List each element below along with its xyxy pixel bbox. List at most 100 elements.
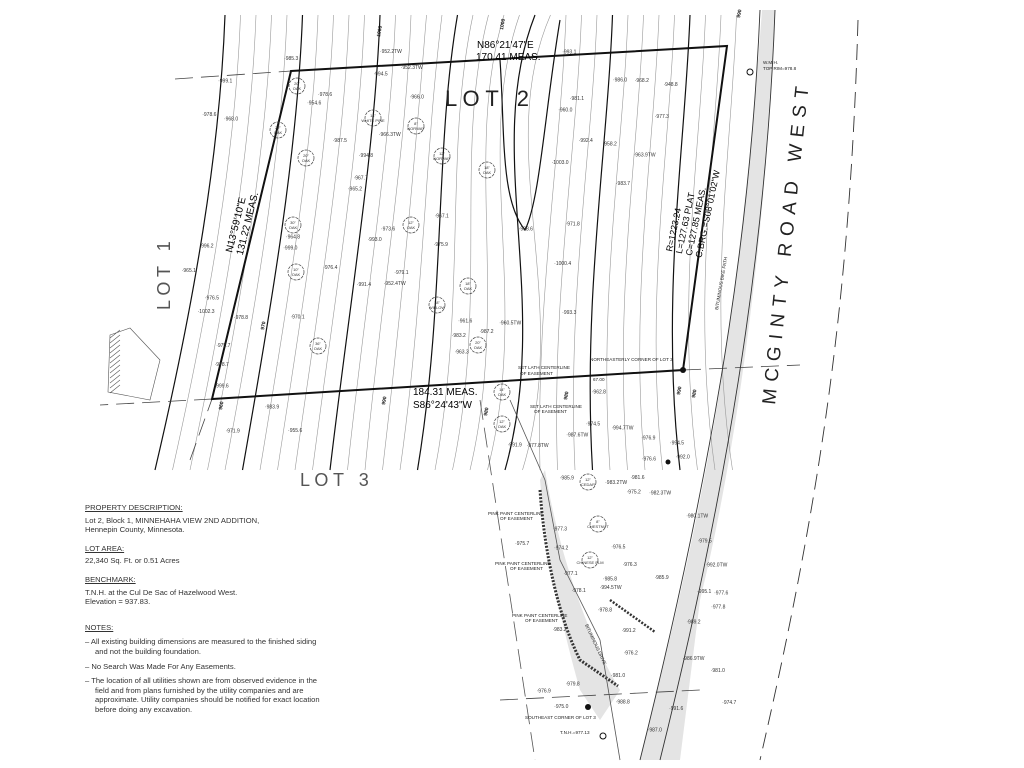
spot-elevation: ·976.5 <box>205 296 219 302</box>
svg-text:18": 18" <box>484 165 490 170</box>
svg-text:CHESTNUT: CHESTNUT <box>587 524 609 529</box>
corner-markers <box>585 68 754 740</box>
spot-elevation: ·1003.0 <box>552 160 569 166</box>
tree: 8"NORWAY <box>407 117 425 135</box>
lath-callout-1b: OF EASEMENT <box>520 371 553 376</box>
spot-elevation: ·975.7 <box>515 541 529 547</box>
contour-line <box>499 19 561 232</box>
driveway <box>538 489 656 688</box>
svg-text:18": 18" <box>434 300 440 305</box>
svg-text:OAK: OAK <box>464 286 473 291</box>
spot-elevation: ·983.7 <box>616 181 630 187</box>
spot-elevation: ·992.0TW <box>705 563 727 569</box>
svg-text:20": 20" <box>475 340 481 345</box>
benchmark-line-1: T.N.H. at the Cul De Sac of Hazelwood We… <box>85 587 238 597</box>
contour-label: 1000 <box>499 18 507 30</box>
svg-text:OAK: OAK <box>292 272 301 277</box>
spot-elevation: ·964.8 <box>286 234 300 240</box>
spot-elevation: ·976.3 <box>623 562 637 568</box>
spot-elevation: ·974.2 <box>554 546 568 552</box>
contour-line <box>589 14 614 471</box>
spot-elevation: ·975.7 <box>216 343 230 349</box>
contour-line <box>606 14 629 471</box>
spot-elevation: ·986.9TW <box>683 656 705 662</box>
svg-text:14": 14" <box>370 113 376 118</box>
spot-elevation: ·981.0 <box>711 668 725 674</box>
contour-line <box>487 14 520 471</box>
tree: 14"OAK <box>493 383 511 401</box>
spot-elevation: ·966.0 <box>410 94 424 100</box>
spot-elevation: ·999.1 <box>218 79 232 85</box>
tree: 12"NORWAY <box>433 147 451 165</box>
svg-text:OAK: OAK <box>498 392 507 397</box>
tree: 20"OAK <box>288 77 306 95</box>
tree: 12"CHINESE ELM <box>576 551 604 569</box>
wmh-callout: W.M.H. <box>763 60 778 65</box>
spot-elevation: ·978.8 <box>234 315 248 321</box>
property-line-1: Lot 2, Block 1, MINNEHAHA VIEW 2ND ADDIT… <box>85 515 260 525</box>
dimension-67: 67.00 <box>593 377 605 382</box>
svg-text:OAK: OAK <box>474 345 483 350</box>
spot-elevation: ·976.9 <box>641 435 655 441</box>
contour-line <box>416 14 459 471</box>
spot-elevation: ·993.3 <box>562 310 576 316</box>
spot-elevation: ·999.0 <box>283 245 297 251</box>
spot-elevation: ·960.5TW <box>499 320 521 326</box>
spot-elevation: ·987.2 <box>479 329 493 335</box>
spot-elevation: ·976.5 <box>611 545 625 551</box>
spot-elevation: ·985.9 <box>654 575 668 581</box>
easement-lines <box>479 399 621 761</box>
contour-line <box>259 14 319 471</box>
bike-path-shading <box>540 10 775 760</box>
south-bearing: S86°24'43"W <box>413 400 472 411</box>
contour-line <box>452 14 489 471</box>
spot-elevation: ·994.7TW <box>611 425 633 431</box>
contour-line <box>688 14 706 471</box>
spot-elevation: ·954.6 <box>307 100 321 106</box>
spot-elevation: ·974.7 <box>722 700 736 706</box>
spot-elevation: ·975.2 <box>627 490 641 496</box>
note-2: – No Search Was Made For Any Easements. <box>85 661 236 671</box>
lot-2-label: L O T 2 <box>445 86 529 111</box>
pink-callout-1b: OF EASEMENT <box>500 516 533 521</box>
svg-text:8": 8" <box>596 519 600 524</box>
area-heading: LOT AREA: <box>85 543 125 553</box>
spot-elevation: ·965.2 <box>348 187 362 193</box>
spot-elevation: ·994.8 <box>359 153 373 159</box>
contour-lines <box>154 14 737 471</box>
property-line-2: Hennepin County, Minnesota. <box>85 525 185 535</box>
spot-elevation: ·977.6 <box>714 590 728 596</box>
spot-elevation: ·987.6TW <box>566 433 588 439</box>
spot-elevation: ·976.4 <box>323 265 337 271</box>
svg-text:12": 12" <box>587 555 593 560</box>
spot-elevation: ·979.1 <box>394 270 408 276</box>
svg-text:OAK: OAK <box>274 130 283 135</box>
spot-elevation: ·974.5 <box>586 422 600 428</box>
spot-elevations: ·975.9·978.6·986.0·991.4·1003.0·1002.3·9… <box>182 49 737 733</box>
property-heading: PROPERTY DESCRIPTION: <box>85 503 183 512</box>
contour-line <box>207 14 272 471</box>
spot-elevation: ·987.0 <box>648 727 662 733</box>
spot-elevation: ·973.6 <box>381 226 395 232</box>
spot-elevation: ·1000.4 <box>554 261 571 267</box>
contour-line <box>573 14 598 471</box>
tree: 12"CEDAR <box>579 473 597 491</box>
spot-elevation: ·994.5 <box>373 72 387 78</box>
spot-elevation: ·978.7 <box>215 362 229 368</box>
lath-callout-1: SET LATH CENTERLINE <box>518 365 570 370</box>
spot-elevation: ·991.9 <box>508 443 522 449</box>
spot-elevation: ·976.6 <box>642 457 656 463</box>
tree: 20"OAK <box>469 336 487 354</box>
svg-text:12": 12" <box>408 220 414 225</box>
svg-text:OAK: OAK <box>314 346 323 351</box>
spot-elevation: ·991.2 <box>622 628 636 634</box>
spot-elevation: ·986.0 <box>613 77 627 83</box>
svg-text:OAK: OAK <box>289 225 298 230</box>
tnh-callout: T.N.H.=977.13 <box>560 730 590 735</box>
contour-line <box>539 14 567 471</box>
contour-label: 990 <box>381 396 388 405</box>
contour-line <box>172 14 241 471</box>
pink-callout-3b: OF EASEMENT <box>525 618 558 623</box>
notes-heading: NOTES: <box>85 622 114 632</box>
contour-line <box>312 14 365 471</box>
